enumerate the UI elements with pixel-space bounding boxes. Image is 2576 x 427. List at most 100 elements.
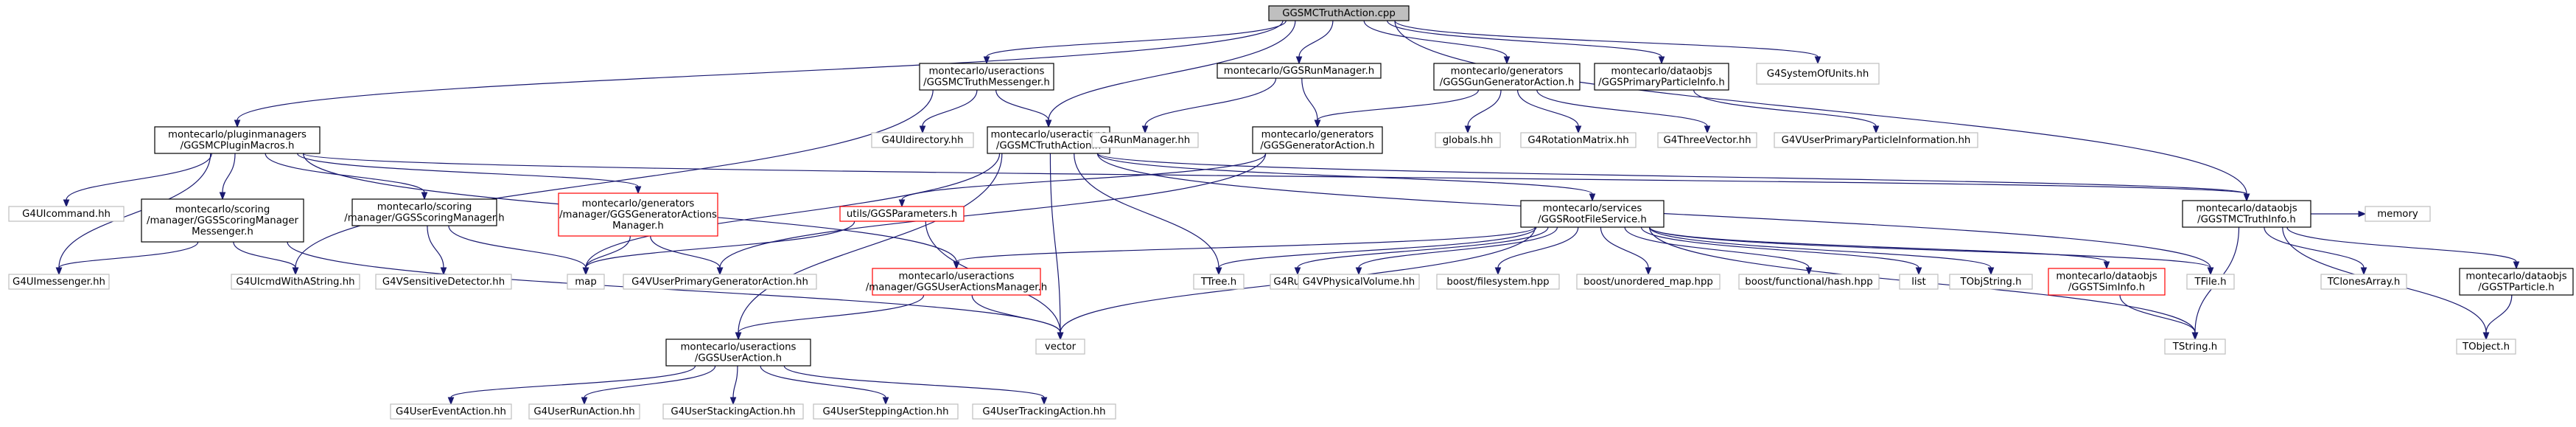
node-label: G4UIcommand.hh xyxy=(22,209,111,220)
node-bfs: boost/filesystem.hpp xyxy=(1436,274,1560,290)
node-siminfo[interactable]: montecarlo/dataobjs/GGSTSimInfo.h xyxy=(2048,268,2166,296)
edge-root-to-sysunits xyxy=(1394,20,1819,58)
edge-truthinfo-to-particle xyxy=(2286,226,2517,263)
node-label: montecarlo/useractions xyxy=(680,342,796,353)
node-box xyxy=(1252,126,1383,154)
edge-rootfile-to-g4run xyxy=(1297,226,1549,268)
node-particle[interactable]: montecarlo/dataobjs/GGSTParticle.h xyxy=(2459,268,2574,296)
node-uicmd: G4UIcommand.hh xyxy=(8,206,125,222)
node-uicmdstr: G4UIcmdWithAString.hh xyxy=(231,274,360,290)
node-box xyxy=(2164,339,2226,355)
node-label: G4VSensitiveDetector.hh xyxy=(382,277,505,288)
node-truthinfo[interactable]: montecarlo/dataobjs/GGSTMCTruthInfo.h xyxy=(2182,200,2311,228)
node-genact[interactable]: montecarlo/generators/GGSGeneratorAction… xyxy=(1252,126,1383,154)
node-label: montecarlo/generators xyxy=(582,198,695,209)
node-box xyxy=(2186,274,2235,290)
edge-arrowhead-uicmd xyxy=(63,199,70,208)
node-params[interactable]: utils/GGSParameters.h xyxy=(839,206,965,222)
node-truthact[interactable]: montecarlo/useractions/GGSMCTruthAction.… xyxy=(987,126,1110,154)
node-trackact: G4UserTrackingAction.hh xyxy=(972,403,1116,420)
node-box xyxy=(1091,132,1199,148)
node-genam[interactable]: montecarlo/generators/manager/GGSGenerat… xyxy=(558,192,718,237)
node-label: /GGSMCTruthMessenger.h xyxy=(923,77,1050,88)
node-label: G4UserTrackingAction.hh xyxy=(982,406,1105,417)
node-ua[interactable]: montecarlo/useractions/GGSUserAction.h xyxy=(665,339,811,367)
node-label: /GGSMCPluginMacros.h xyxy=(181,141,295,152)
node-vprimgen: G4VUserPrimaryGeneratorAction.hh xyxy=(623,274,817,290)
node-stepact: G4UserSteppingAction.hh xyxy=(813,403,959,420)
edge-gunact-to-threevec xyxy=(1536,89,1708,127)
node-ppi[interactable]: montecarlo/dataobjs/GGSPrimaryParticleIn… xyxy=(1594,63,1729,91)
edge-rootfile-to-bum xyxy=(1600,226,1649,268)
node-label: vector xyxy=(1045,341,1077,353)
node-rootfile[interactable]: montecarlo/services/GGSRootFileService.h xyxy=(1520,200,1665,228)
edge-arrowhead-runmgr xyxy=(1295,56,1303,65)
edge-arrowhead-g4run xyxy=(1294,267,1301,276)
node-scm[interactable]: montecarlo/scoring/manager/GGSScoringMan… xyxy=(344,198,505,226)
node-uimess: G4UImessenger.hh xyxy=(8,274,110,290)
node-box xyxy=(2456,339,2516,355)
node-box xyxy=(1756,63,1880,85)
node-mess[interactable]: montecarlo/useractions/GGSMCTruthMesseng… xyxy=(919,63,1054,91)
edge-arrowhead-scmm xyxy=(219,192,226,201)
edge-rootfile-to-bfs xyxy=(1497,226,1579,268)
node-label: montecarlo/dataobjs xyxy=(2056,271,2157,282)
edge-genam-to-map xyxy=(585,235,631,268)
node-label: montecarlo/GGSRunManager.h xyxy=(1224,66,1374,77)
edge-rootfile-to-ttree xyxy=(1218,226,1537,268)
node-root[interactable]: GGSMCTruthAction.cpp xyxy=(1268,5,1410,21)
edge-runmgr-to-g4runmgr xyxy=(1144,77,1277,127)
edge-truthact-to-truthinfo xyxy=(1096,153,2247,195)
node-plugin[interactable]: montecarlo/pluginmanagers/GGSMCPluginMac… xyxy=(154,126,321,154)
edge-arrowhead-mess xyxy=(983,56,990,65)
node-box xyxy=(1435,132,1501,148)
edge-arrowhead-sysunits xyxy=(1814,56,1821,65)
node-box xyxy=(1520,132,1637,148)
node-scmm[interactable]: montecarlo/scoring/manager/GGSScoringMan… xyxy=(141,198,304,243)
node-label: montecarlo/useractions xyxy=(990,130,1106,141)
node-gunact[interactable]: montecarlo/generators/GGSGunGeneratorAct… xyxy=(1433,63,1581,91)
edge-arrowhead-uam xyxy=(953,261,960,270)
node-g4runmgr: G4RunManager.hh xyxy=(1091,132,1199,148)
node-box xyxy=(839,206,965,222)
node-label: montecarlo/dataobjs xyxy=(2196,204,2297,215)
node-label: list xyxy=(1911,277,1926,288)
edge-arrowhead-tclones xyxy=(2360,267,2367,276)
node-box xyxy=(1594,63,1729,91)
node-label: TObject.h xyxy=(2462,341,2510,353)
node-box xyxy=(8,206,125,222)
node-box xyxy=(1035,339,1085,355)
edge-root-to-truthinfo xyxy=(1394,20,2247,195)
node-label: TClonesArray.h xyxy=(2327,277,2401,288)
edge-arrowhead-trackact xyxy=(1040,397,1048,406)
edge-arrowhead-truthact xyxy=(1045,119,1052,128)
edge-arrowhead-stackact xyxy=(729,397,737,406)
node-uam[interactable]: montecarlo/useractions/manager/GGSUserAc… xyxy=(866,268,1047,296)
node-label: /GGSTParticle.h xyxy=(2478,282,2554,294)
edge-siminfo-to-tstring xyxy=(2119,294,2196,333)
node-box xyxy=(2365,206,2431,222)
node-physvol: G4VPhysicalVolume.hh xyxy=(1298,274,1420,290)
node-evtact: G4UserEventAction.hh xyxy=(390,403,512,420)
edge-arrowhead-uicmdstr xyxy=(292,267,299,276)
edge-rootfile-to-tfile xyxy=(1649,226,2211,268)
edge-arrowhead-tstring xyxy=(2191,332,2199,341)
node-box xyxy=(987,126,1110,154)
node-box xyxy=(351,198,497,226)
edge-genact-to-params xyxy=(901,153,1267,201)
edge-arrowhead-tobjstr xyxy=(1987,267,1995,276)
node-label: montecarlo/useractions xyxy=(898,271,1014,282)
edge-arrowhead-vppinfo xyxy=(1872,125,1880,134)
node-label: montecarlo/generators xyxy=(1451,66,1564,77)
node-label: G4UIcmdWithAString.hh xyxy=(236,277,354,288)
node-tstring: TString.h xyxy=(2164,339,2226,355)
edge-gunact-to-rotmat xyxy=(1516,89,1579,127)
node-rotmat: G4RotationMatrix.hh xyxy=(1520,132,1637,148)
edge-arrowhead-truthinfo xyxy=(2243,193,2250,202)
node-runmgr[interactable]: montecarlo/GGSRunManager.h xyxy=(1217,63,1382,79)
edge-rootfile-to-list xyxy=(1640,226,1919,268)
edge-root-to-gunact xyxy=(1363,20,1508,58)
edge-truthact-to-vector xyxy=(1049,153,1061,333)
node-label: boost/filesystem.hpp xyxy=(1446,277,1549,288)
edge-rootfile-to-uam xyxy=(956,226,1536,263)
